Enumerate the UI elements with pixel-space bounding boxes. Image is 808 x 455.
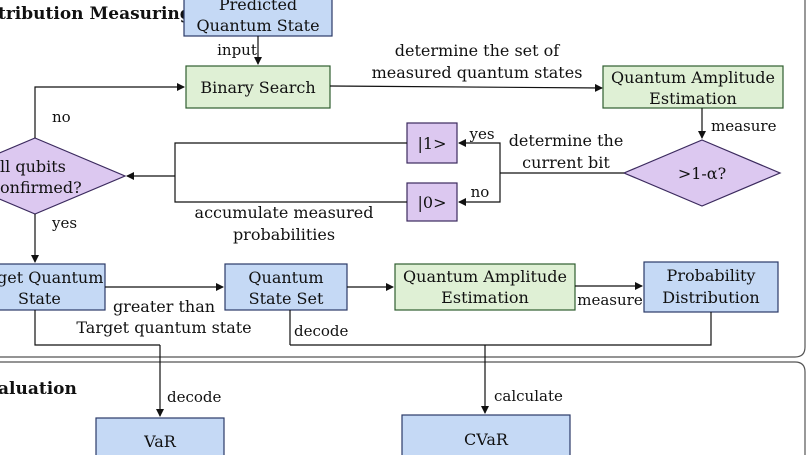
var-label: VaR	[143, 432, 177, 451]
qae-top-box	[602, 65, 784, 109]
determine-set-line2: measured quantum states	[372, 63, 583, 82]
calculate-label: calculate	[494, 387, 563, 405]
no-loop-arrow	[34, 83, 185, 138]
threshold-label: >1-α?	[678, 164, 726, 183]
yes-left-label: yes	[51, 214, 77, 232]
qae-bottom-line2: Estimation	[441, 288, 529, 307]
qae-top-line1: Quantum Amplitude	[611, 68, 775, 87]
target-state-box	[0, 263, 106, 311]
greater-line2: Target quantum state	[76, 318, 251, 337]
binary-search-label: Binary Search	[200, 78, 315, 97]
prob-dist-down-line	[290, 312, 712, 346]
prob-dist-box	[643, 261, 779, 313]
determine-set-line1: determine the set of	[395, 41, 561, 60]
binary-search-box	[185, 65, 331, 109]
predicted-state-line2: Quantum State	[196, 16, 319, 35]
decode-var-label: decode	[167, 388, 222, 406]
predicted-state-line1: Predicted	[219, 0, 297, 14]
accumulate-line1: accumulate measured	[195, 203, 374, 222]
all-qubits-line1: ll qubits	[0, 157, 66, 176]
all-qubits-line2: onfirmed?	[0, 178, 82, 197]
binary-to-qae-arrow	[329, 83, 603, 92]
greater-line1: greater than	[113, 297, 215, 316]
top-section-title: tribution Measuring	[0, 4, 192, 24]
state-set-box	[224, 263, 348, 311]
prob-dist-line1: Probability	[667, 266, 756, 285]
prob-dist-line2: Distribution	[662, 288, 759, 307]
threshold-diamond	[622, 139, 782, 207]
target-state-line1: get Quantum	[0, 268, 103, 287]
accumulate-line2: probabilities	[233, 225, 335, 244]
determine-bit-line2: current bit	[522, 153, 610, 172]
cvar-label: CVaR	[464, 430, 509, 449]
qae-top-line2: Estimation	[649, 89, 737, 108]
no-mid-label: no	[471, 183, 490, 201]
yes-top-label: yes	[468, 125, 494, 143]
input-label: input	[217, 41, 257, 59]
ket-zero-merge	[174, 176, 407, 203]
predicted-state-box	[183, 0, 333, 37]
state-set-line1: Quantum	[248, 268, 323, 287]
ket-zero-label: |0>	[418, 193, 447, 212]
ket-one-merge	[174, 142, 407, 176]
qae-bottom-line1: Quantum Amplitude	[403, 267, 567, 286]
top-section-frame	[0, 0, 806, 358]
no-left-label: no	[52, 108, 71, 126]
decode-mid-label: decode	[294, 322, 349, 340]
bottom-section-frame	[0, 361, 806, 455]
qae-bottom-box	[394, 263, 576, 311]
no-branch-arrow	[458, 173, 501, 206]
measure-top-label: measure	[711, 117, 777, 135]
ket-one-label: |1>	[418, 134, 447, 153]
measure-bottom-label: measure	[577, 291, 643, 309]
determine-bit-line1: determine the	[509, 131, 624, 150]
var-box	[95, 417, 225, 455]
state-set-line2: State Set	[249, 289, 324, 308]
cvar-box	[401, 414, 571, 455]
all-qubits-diamond	[0, 137, 127, 215]
target-state-line2: State	[18, 289, 61, 308]
yes-branch-arrow	[458, 139, 501, 173]
bottom-section-title: aluation	[0, 379, 77, 399]
target-down-line	[34, 310, 160, 346]
